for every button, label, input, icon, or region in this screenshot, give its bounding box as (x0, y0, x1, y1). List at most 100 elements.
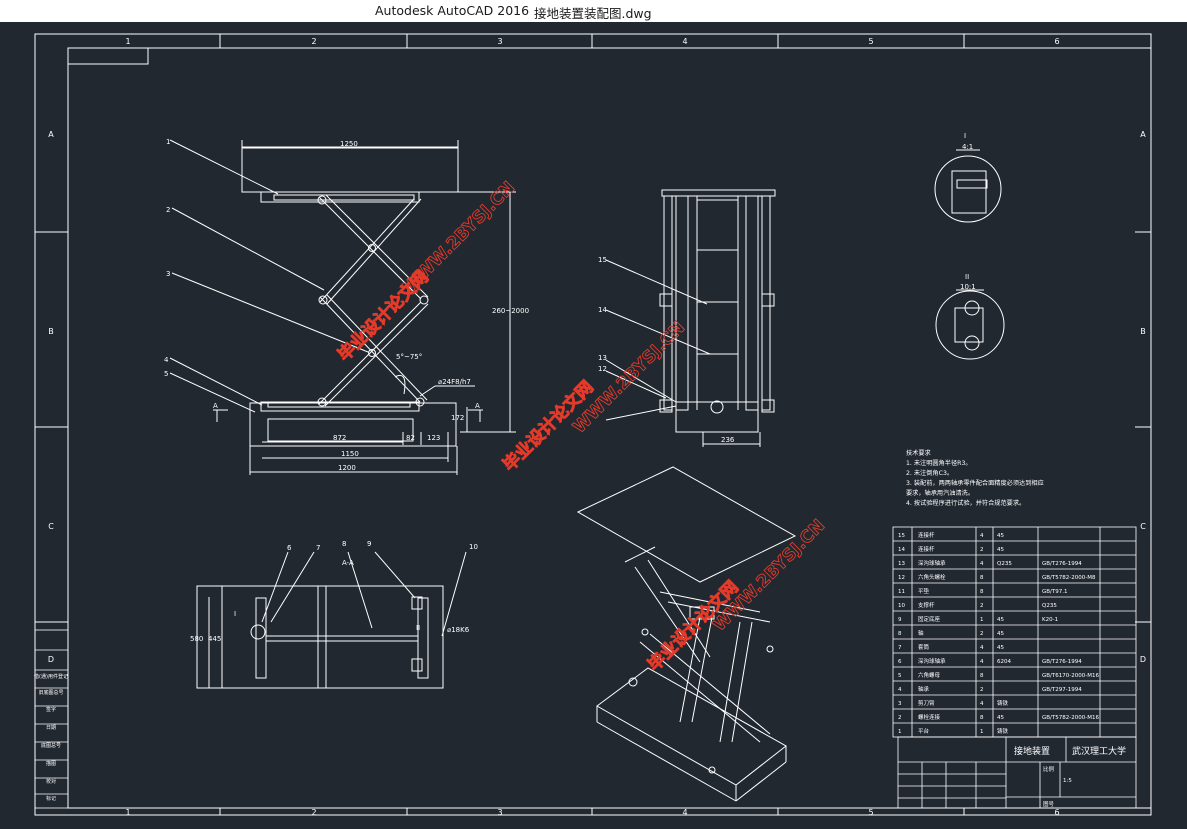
detail-2-label: II (965, 273, 969, 281)
dim-580: 580 (190, 635, 203, 643)
parts-table-cell: 套筒 (918, 643, 930, 651)
balloon-3[interactable]: 3 (166, 270, 170, 278)
section-title: A-A (342, 559, 354, 567)
parts-table-cell: 45 (997, 715, 1004, 721)
front-view[interactable] (169, 139, 516, 475)
balloon-7[interactable]: 7 (316, 544, 320, 552)
sheet-label: 图号 (1043, 800, 1055, 808)
parts-table-cell: 12 (898, 575, 905, 581)
balloon-8[interactable]: 8 (342, 540, 346, 548)
parts-table-cell: 14 (898, 547, 905, 553)
parts-table-cell: 剪刀臂 (918, 699, 935, 707)
parts-table-cell: 螺栓连接 (918, 713, 941, 721)
balloon-12[interactable]: 12 (598, 365, 607, 373)
app-title: Autodesk AutoCAD 2016 (375, 3, 530, 18)
drawing-canvas[interactable]: 1 2 3 4 5 6 1 2 3 4 5 6 A B C D A B C D … (0, 22, 1187, 829)
left-block-text: 日期 (46, 725, 56, 731)
dim-fit: ⌀24F8/h7 (438, 378, 471, 386)
left-block-text: 校对 (46, 778, 56, 785)
watermark-url: WWW.2BYSJ.CN (569, 318, 689, 438)
parts-table-cell: 45 (997, 631, 1004, 637)
parts-table-cell: 2 (980, 631, 984, 637)
balloon-13[interactable]: 13 (598, 354, 607, 362)
col-label: 1 (125, 37, 130, 46)
parts-table-cell: 4 (980, 645, 984, 651)
col-label: 1 (125, 808, 130, 817)
balloon-14[interactable]: 14 (598, 306, 607, 314)
col-label: 6 (1054, 808, 1059, 817)
dim-872: 872 (333, 434, 346, 442)
col-label: 2 (311, 37, 316, 46)
balloon-9[interactable]: 9 (367, 540, 371, 548)
tech-note-line: 要求，轴承用汽油清洗。 (906, 489, 974, 497)
parts-table-cell: 连接杆 (918, 531, 935, 539)
corner-box (67, 47, 149, 65)
balloon-1[interactable]: 1 (166, 138, 170, 146)
row-label: A (48, 130, 54, 139)
isometric-view[interactable] (576, 466, 797, 802)
file-title: 接地装置装配图.dwg (534, 6, 652, 21)
col-label: 5 (868, 37, 873, 46)
left-block-text: 借(通)用件登记 (34, 673, 68, 680)
parts-table-cell: 4 (980, 533, 984, 539)
parts-table-cell: 4 (980, 701, 984, 707)
row-label: B (1140, 327, 1146, 336)
detail-2-dim: 10:1 (960, 283, 976, 291)
balloon-4[interactable]: 4 (164, 356, 169, 364)
dim-height-range: 260~2000 (492, 307, 529, 315)
dim-1200: 1200 (338, 464, 356, 472)
parts-table-cell: 连接杆 (918, 545, 935, 553)
row-label: C (48, 522, 54, 531)
left-block-text: 签字 (46, 706, 56, 713)
dim-top-width: 1250 (340, 140, 358, 148)
parts-table-cell: 11 (898, 589, 905, 595)
dim-172: 172 (451, 414, 464, 422)
section-view-a-a[interactable] (196, 551, 467, 689)
dim-123: 123 (427, 434, 440, 442)
left-block-text: 底图总号 (41, 742, 61, 749)
title-block: 接地装置 武汉理工大学 比例 1:5 图号 (897, 736, 1137, 809)
inner-frame (67, 47, 1152, 809)
detail-mark-2: II (416, 624, 420, 632)
parts-table-cell: 轴 (918, 629, 924, 637)
balloon-5[interactable]: 5 (164, 370, 168, 378)
side-view[interactable] (605, 189, 776, 447)
parts-table-cell: 2 (980, 687, 984, 693)
parts-table-cell: 5 (898, 673, 902, 679)
parts-table-cell: 45 (997, 547, 1004, 553)
balloon-6[interactable]: 6 (287, 544, 292, 552)
row-label: A (1140, 130, 1146, 139)
watermarks: 毕业设计论文网 WWW.2BYSJ.CN 毕业设计论文网 WWW.2BYSJ.C… (333, 177, 829, 676)
parts-table-cell: GB/T6170-2000-M16 (1042, 673, 1099, 679)
parts-table-cell: 8 (980, 673, 984, 679)
row-label: D (48, 655, 54, 664)
left-revision-block: 借(通)用件登记 旧底图总号 签字 日期 底图总号 描图 校对 标记 (34, 629, 69, 809)
parts-table-cell: 10 (898, 603, 905, 609)
row-label: D (1140, 655, 1146, 664)
parts-table-cell: 铸铁 (997, 727, 1009, 735)
window-titlebar: Autodesk AutoCAD 2016 接地装置装配图.dwg (0, 0, 1187, 22)
tech-notes: 技术要求 1. 未注明圆角半径R3。 2. 未注倒角C3。 3. 装配前，两两轴… (906, 449, 1044, 507)
balloon-10[interactable]: 10 (469, 543, 478, 551)
section-mark-right: A (475, 402, 480, 410)
section-mark-left: A (213, 402, 218, 410)
row-label: B (48, 327, 54, 336)
col-label: 4 (682, 37, 687, 46)
balloon-2[interactable]: 2 (166, 206, 170, 214)
watermark-url: WWW.2BYSJ.CN (709, 516, 829, 636)
parts-table-cell: 45 (997, 617, 1004, 623)
drawing-name: 接地装置 (1014, 745, 1050, 757)
parts-table-cell: GB/T276-1994 (1042, 561, 1082, 567)
balloon-15[interactable]: 15 (598, 256, 607, 264)
parts-table-cell: 1 (980, 729, 984, 735)
detail-views[interactable] (934, 149, 1005, 360)
tech-note-line: 1. 未注明圆角半径R3。 (906, 459, 972, 467)
col-label: 2 (311, 808, 316, 817)
parts-table-cell: 固定底座 (918, 615, 941, 623)
parts-table-cell: 6 (898, 659, 902, 665)
scale-value: 1:5 (1063, 778, 1072, 784)
parts-table-cell: 15 (898, 533, 905, 539)
parts-table-cell: Q235 (997, 561, 1012, 567)
col-label: 4 (682, 808, 687, 817)
